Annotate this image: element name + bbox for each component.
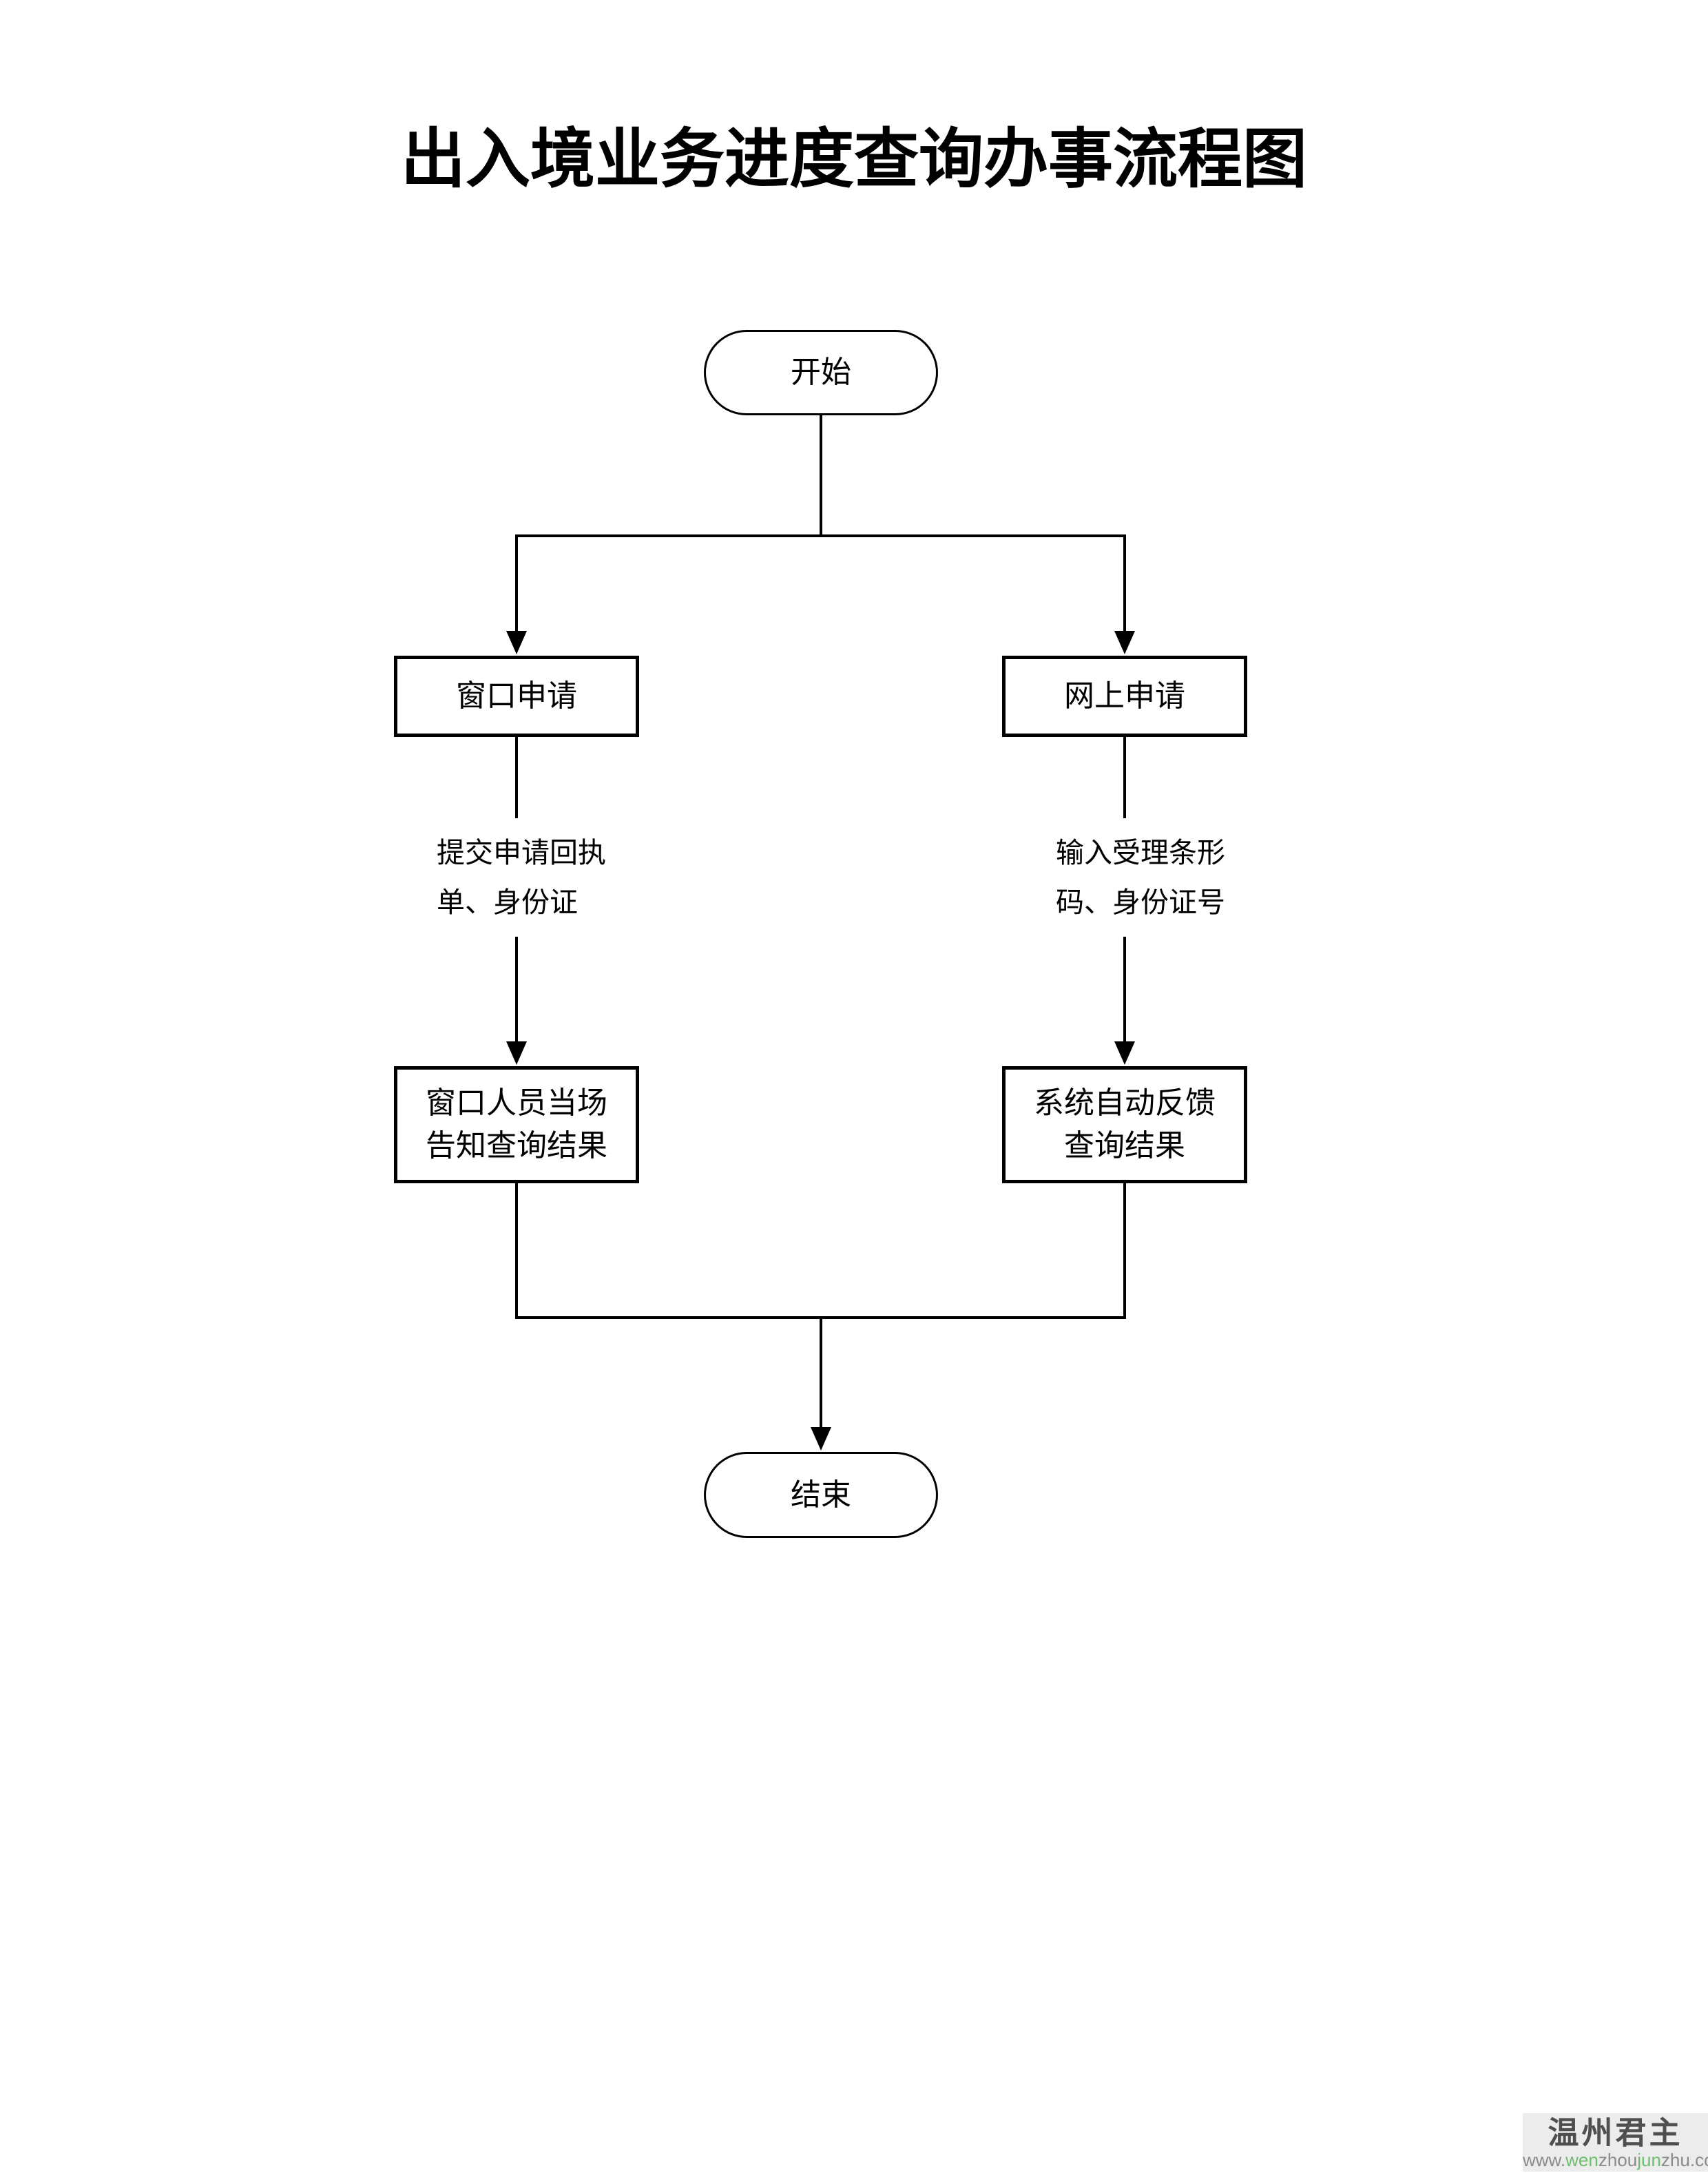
watermark-url-segment: zhou bbox=[1598, 2150, 1638, 2170]
watermark-url-segment: zhu.com bbox=[1660, 2150, 1708, 2170]
watermark: 温州君主 www.wenzhoujunzhu.com bbox=[1523, 2113, 1708, 2172]
arrowhead-window-apply bbox=[506, 631, 527, 654]
window-result-node: 窗口人员当场 告知查询结果 bbox=[394, 1066, 639, 1183]
system-result-label-line1: 系统自动反馈 bbox=[1034, 1086, 1216, 1120]
window-apply-node: 窗口申请 bbox=[394, 656, 639, 737]
watermark-url: www.wenzhoujunzhu.com bbox=[1523, 2151, 1708, 2170]
start-node-label: 开始 bbox=[791, 355, 851, 389]
window-result-label-line1: 窗口人员当场 bbox=[426, 1086, 607, 1120]
arrowhead-window-result bbox=[506, 1041, 527, 1065]
watermark-url-segment: www. bbox=[1523, 2150, 1566, 2170]
window-apply-label: 窗口申请 bbox=[456, 679, 577, 713]
system-result-label-line2: 查询结果 bbox=[1064, 1129, 1185, 1163]
online-edge-label: 输入受理条形 码、身份证号 bbox=[1050, 818, 1235, 937]
online-apply-label: 网上申请 bbox=[1064, 679, 1185, 713]
end-node: 结束 bbox=[704, 1452, 938, 1538]
system-result-node: 系统自动反馈 查询结果 bbox=[1002, 1066, 1247, 1183]
watermark-url-segment: wen bbox=[1565, 2150, 1598, 2170]
window-edge-label: 提交申请回执 单、身份证 bbox=[431, 818, 607, 937]
online-edge-label-line2: 码、身份证号 bbox=[1056, 886, 1225, 918]
page-title: 出入境业务进度查询办事流程图 bbox=[400, 124, 1307, 196]
start-node: 开始 bbox=[704, 330, 938, 415]
watermark-brand: 温州君主 bbox=[1548, 2116, 1683, 2150]
online-edge-label-line1: 输入受理条形 bbox=[1056, 837, 1225, 869]
end-node-label: 结束 bbox=[791, 1477, 851, 1512]
window-edge-label-line2: 单、身份证 bbox=[437, 886, 578, 918]
arrowhead-online-apply bbox=[1114, 631, 1135, 654]
arrowhead-system-result bbox=[1114, 1041, 1135, 1065]
arrowhead-end bbox=[811, 1427, 831, 1451]
window-result-label-line2: 告知查询结果 bbox=[426, 1129, 607, 1163]
online-apply-node: 网上申请 bbox=[1002, 656, 1247, 737]
window-edge-label-line1: 提交申请回执 bbox=[437, 837, 606, 869]
watermark-url-segment: jun bbox=[1637, 2150, 1661, 2170]
